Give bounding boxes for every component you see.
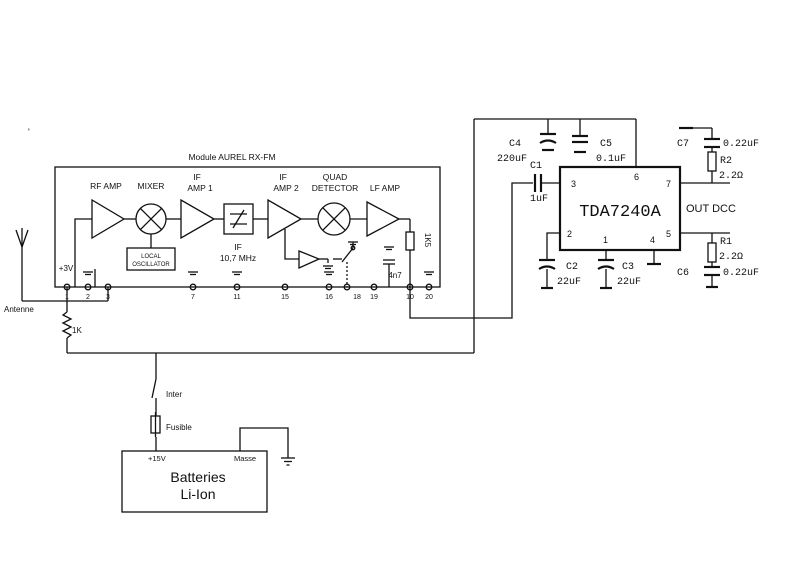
ground-icon [281, 457, 295, 466]
fuse-label: Fusible [166, 423, 192, 432]
output-label: OUT DCC [686, 203, 736, 215]
mixer-symbol [135, 203, 167, 235]
chip-pin-1: 1 [603, 235, 608, 245]
local-oscillator-box [126, 247, 176, 271]
quad-label-b: DETECTOR [312, 183, 359, 193]
c4-value: 220uF [497, 154, 527, 165]
c7-value: 0.22uF [723, 139, 759, 150]
pin-19: 19 [370, 294, 378, 301]
svg-text:': ' [28, 127, 30, 137]
antenna: Antenne [4, 228, 109, 314]
c4-name: C4 [509, 139, 521, 150]
rf-amp-triangle [91, 198, 126, 240]
c5-name: C5 [600, 139, 612, 150]
lf-amp-label: LF AMP [370, 183, 401, 193]
module-pin-numbers: 1 2 3 7 11 15 16 18 19 10 20 [65, 294, 433, 301]
chip-pin-7: 7 [666, 179, 671, 189]
battery-label-line2: Li-Ion [180, 486, 215, 502]
resistor-1k5 [405, 231, 415, 251]
tda7240a-chip [558, 165, 682, 252]
pin-2: 2 [86, 294, 90, 301]
battery-box [121, 450, 268, 513]
rx-fm-module: Module AUREL RX-FM RF AMP MIXER IF AMP 1… [54, 152, 441, 301]
r2-resistor [707, 151, 717, 172]
switch-label: Inter [166, 390, 182, 399]
resistor-1k5-label: 1K5 [423, 233, 432, 248]
chip-label: TDA7240A [579, 203, 661, 222]
chip-pin-4: 4 [650, 235, 655, 245]
antenna-label: Antenne [4, 305, 34, 314]
c2-value: 22uF [557, 277, 581, 288]
c7-name: C7 [677, 139, 689, 150]
if-amp2-label-a: IF [279, 172, 287, 182]
c1-name: C1 [530, 161, 542, 172]
quad-label-a: QUAD [323, 172, 348, 182]
mixer-label: MIXER [138, 181, 165, 191]
r2-value: 2.2Ω [719, 171, 743, 182]
r1-resistor [707, 242, 717, 263]
if-amp2-label-b: AMP 2 [273, 183, 299, 193]
pin-11: 11 [233, 294, 240, 301]
pin-20: 20 [425, 294, 433, 301]
chip-pin-5: 5 [666, 229, 671, 239]
c3-value: 22uF [617, 277, 641, 288]
if-filter-label-a: IF [234, 242, 242, 252]
pin-16: 16 [325, 294, 333, 301]
local-osc-label-b: OSCILLATOR [132, 262, 170, 268]
if-filter-symbol [223, 203, 254, 235]
lf-amp-triangle [366, 200, 401, 238]
audio-wire [409, 182, 533, 319]
if-amp1-label-a: IF [193, 172, 201, 182]
pin-15: 15 [281, 294, 289, 301]
resistor-1k-label: 1K [72, 326, 82, 335]
local-osc-label-a: LOCAL [141, 254, 161, 260]
chip-pin-3: 3 [571, 179, 576, 189]
limiter-triangle [298, 250, 321, 270]
battery-plus-label: +15V [148, 454, 166, 463]
resistor-1k [61, 311, 73, 339]
r2-name: R2 [720, 156, 732, 167]
module-outline [54, 166, 441, 288]
c2-name: C2 [566, 262, 578, 273]
if-amp1-triangle [180, 198, 216, 240]
battery-ground-label: Masse [234, 454, 256, 463]
if-amp1-label-b: AMP 1 [187, 183, 213, 193]
chip-pin-6: 6 [634, 172, 639, 182]
if-filter-label-b: 10,7 MHz [220, 253, 256, 263]
battery-label-line1: Batteries [170, 469, 225, 485]
rf-amp-label: RF AMP [90, 181, 122, 191]
r1-name: R1 [720, 237, 732, 248]
mute-switch [341, 247, 354, 263]
c6-name: C6 [677, 268, 689, 279]
supply-3v-label: +3V [59, 264, 74, 273]
pin-18: 18 [353, 294, 361, 301]
power-switch [151, 378, 157, 399]
module-title: Module AUREL RX-FM [188, 152, 275, 162]
quad-detector-symbol [317, 202, 351, 236]
capacitor-4n7-label: 4n7 [388, 271, 402, 280]
if-amp2-triangle [267, 198, 303, 240]
amplifier-section: TDA7240A 3 6 7 2 1 4 5 OUT DCC C1 1uF C4… [497, 118, 759, 290]
c5-value: 0.1uF [596, 154, 626, 165]
pin-7: 7 [191, 294, 195, 301]
c1-value: 1uF [530, 194, 548, 205]
c3-name: C3 [622, 262, 634, 273]
c6-value: 0.22uF [723, 268, 759, 279]
chip-pin-2: 2 [567, 229, 572, 239]
r1-value: 2.2Ω [719, 252, 743, 263]
